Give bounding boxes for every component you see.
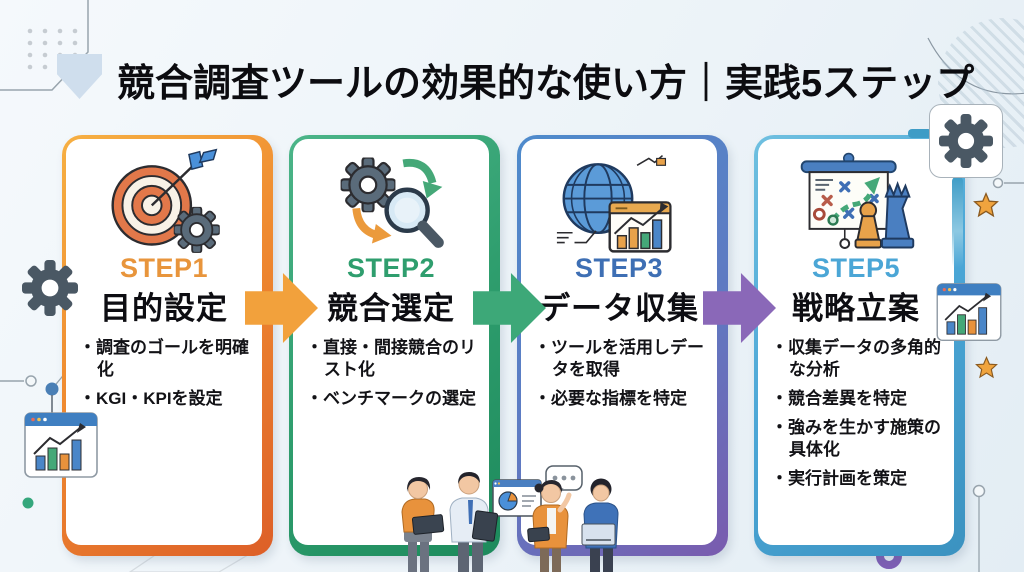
step5-title: 戦略立案 bbox=[792, 291, 920, 326]
person-woman-blue bbox=[581, 478, 619, 572]
pie-chart-panel bbox=[492, 479, 542, 517]
team-discussion-illustration bbox=[388, 452, 633, 572]
person-woman-orange bbox=[401, 477, 445, 572]
strategy-board-chess-icon bbox=[758, 139, 954, 253]
curve-line bbox=[927, 37, 1024, 95]
gear-icon bbox=[22, 260, 78, 321]
bullet-item: ・直接・間接競合のリスト化 bbox=[306, 338, 476, 380]
globe-analytics-icon bbox=[521, 139, 717, 253]
step2-label: STEP2 bbox=[346, 253, 436, 283]
step1-label: STEP1 bbox=[119, 253, 209, 283]
step1-title: 目的設定 bbox=[100, 291, 228, 326]
step3-title: データ収集 bbox=[539, 291, 699, 326]
bullet-item: ・競合差異を特定 bbox=[771, 389, 907, 409]
page-title: 競合調査ツールの効果的な使い方｜実践5ステップ bbox=[117, 63, 975, 105]
bullet-item: ・収集データの多角的な分析 bbox=[771, 338, 941, 380]
star-icon bbox=[973, 192, 999, 223]
person-man-shirt-tie bbox=[449, 472, 499, 572]
node-circle bbox=[972, 484, 986, 498]
blue-line-decor bbox=[908, 129, 932, 138]
bullet-item: ・強みを生かす施策の具体化 bbox=[771, 418, 941, 460]
bullet-item: ・ツールを活用しデータを取得 bbox=[534, 338, 704, 380]
step1-card: STEP1 目的設定 ・調査のゴールを明確化・KGI・KPIを設定 bbox=[62, 135, 273, 556]
step5-bullets: ・収集データの多角的な分析・競合差異を特定・強みを生かす施策の具体化・実行計画を… bbox=[771, 337, 946, 491]
bullet-item: ・調査のゴールを明確化 bbox=[79, 338, 249, 380]
star-icon bbox=[975, 356, 998, 384]
bullet-item: ・KGI・KPIを設定 bbox=[79, 389, 223, 409]
bullet-item: ・ベンチマークの選定 bbox=[306, 389, 476, 409]
analytics-window-icon bbox=[936, 283, 1002, 348]
blue-line-decor bbox=[952, 176, 963, 268]
step2-card: STEP2 競合選定 ・直接・間接競合のリスト化・ベンチマークの選定 bbox=[289, 135, 500, 556]
target-dart-gear-icon bbox=[66, 139, 262, 253]
green-dot bbox=[22, 497, 34, 509]
bullet-item: ・必要な指標を特定 bbox=[534, 389, 687, 409]
step5-card: STEP5 戦略立案 ・収集データの多角的な分析・競合差異を特定・強みを生かす施… bbox=[754, 135, 965, 556]
blue-node bbox=[45, 382, 59, 396]
gears-magnifier-cycle-icon bbox=[293, 139, 489, 253]
step1-bullets: ・調査のゴールを明確化・KGI・KPIを設定 bbox=[79, 337, 254, 410]
person-woman-cardigan bbox=[527, 480, 572, 572]
step3-bullets: ・ツールを活用しデータを取得・必要な指標を特定 bbox=[534, 337, 709, 410]
node-circle bbox=[25, 375, 37, 387]
gear-panel-icon bbox=[929, 104, 1003, 178]
step2-title: 競合選定 bbox=[327, 291, 455, 326]
step3-label: STEP3 bbox=[574, 253, 664, 283]
analytics-window-icon bbox=[24, 412, 98, 485]
bullet-item: ・実行計画を策定 bbox=[771, 469, 907, 489]
step5-label: STEP5 bbox=[811, 253, 901, 283]
node-circle bbox=[992, 177, 1004, 189]
step2-bullets: ・直接・間接競合のリスト化・ベンチマークの選定 bbox=[306, 337, 481, 410]
